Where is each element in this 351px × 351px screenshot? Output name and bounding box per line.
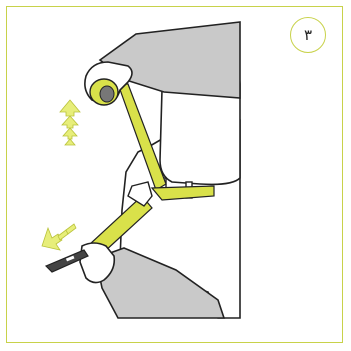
lower-hand	[79, 242, 116, 284]
diagonal-arrow-icon	[41, 223, 77, 251]
lower-arm-sleeve	[95, 247, 226, 319]
belt-retractor-core	[99, 85, 115, 103]
belt-guide-clip	[127, 181, 153, 207]
step-number-badge: ٣	[290, 17, 326, 53]
belt-behind-headrest	[150, 185, 215, 201]
up-arrow-icon	[59, 99, 81, 146]
buckle-slot	[65, 255, 75, 262]
